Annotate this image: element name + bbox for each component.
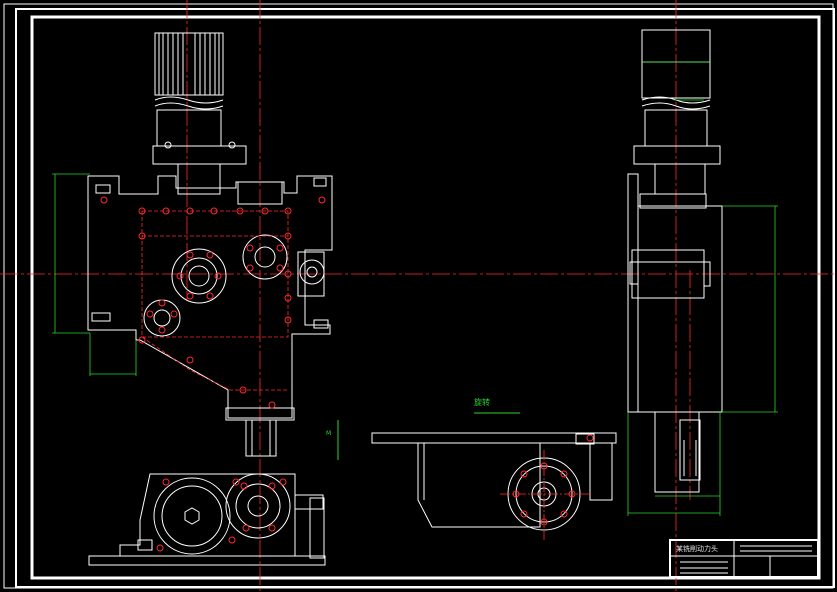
front-motor [152, 32, 247, 195]
front-view [87, 32, 333, 457]
front-housing [87, 175, 333, 419]
rotated-view [371, 432, 617, 531]
rotated-bolt-holes [512, 434, 594, 526]
section-mark [337, 412, 520, 460]
side-view [627, 29, 723, 493]
rotated-centerlines [500, 450, 590, 540]
side-dimensions [627, 61, 778, 516]
title-block [669, 539, 819, 578]
front-bolt-holes [100, 196, 326, 409]
bottom-view [88, 473, 326, 566]
rotated-view-label: 旋转 [474, 398, 490, 407]
front-hidden-lines [141, 210, 289, 391]
title-block-text: 某铣削动力头 [676, 545, 718, 553]
front-dimensions [52, 173, 137, 376]
drawing-frame [3, 3, 835, 589]
bottom-bolt-holes [156, 478, 287, 552]
section-label: M [326, 430, 332, 437]
